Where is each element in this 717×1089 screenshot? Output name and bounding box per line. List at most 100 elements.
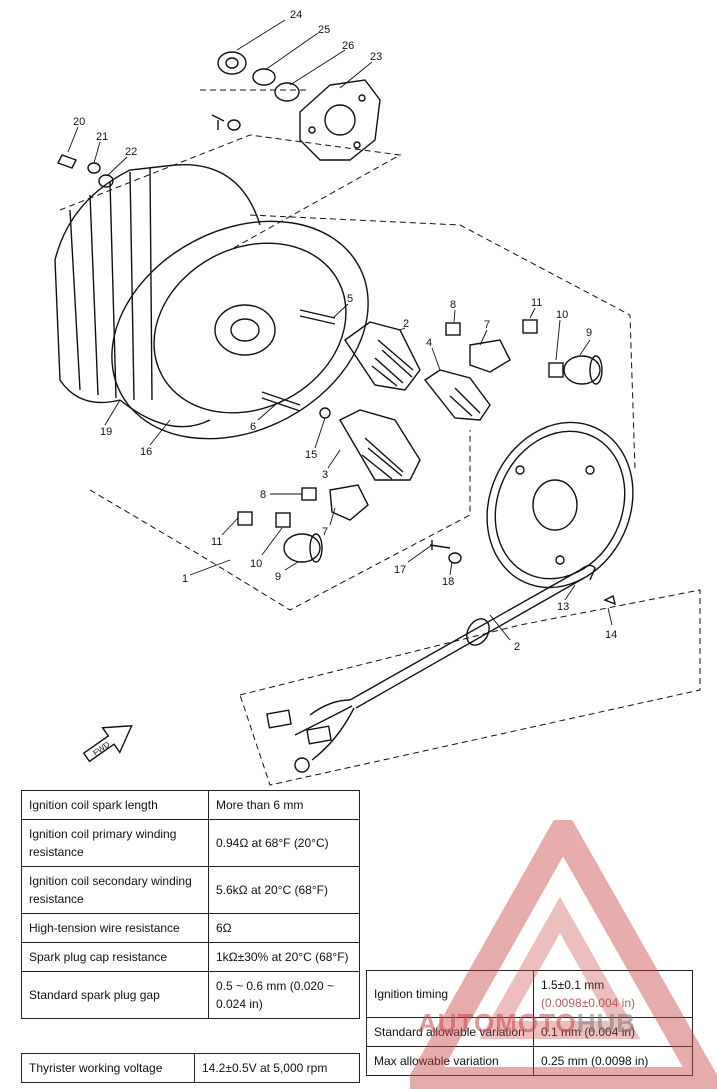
washer-26 [274, 82, 300, 102]
callout: 9 [586, 327, 592, 339]
table-row: Spark plug cap resistance 1kΩ±30% at 20°… [21, 942, 360, 972]
callout: 14 [605, 629, 617, 641]
ignition-coil-2 [344, 321, 421, 391]
callout: 11 [531, 297, 542, 309]
callout: 9 [275, 571, 281, 583]
table-row: Thyrister working voltage 14.2±0.5V at 5… [21, 1053, 360, 1083]
callout: 8 [450, 299, 456, 311]
callout: 1 [182, 573, 188, 585]
table-row: Ignition timing 1.5±0.1 mm (0.0098±0.004… [366, 970, 693, 1018]
nut-24 [217, 51, 247, 75]
table-row: Ignition coil secondary winding resistan… [21, 866, 360, 914]
spec-value: 14.2±0.5V at 5,000 rpm [194, 1053, 360, 1083]
part-10-lower [275, 512, 291, 528]
spec-label: Ignition coil secondary winding resistan… [21, 866, 209, 914]
callout: 10 [250, 558, 262, 570]
coil-4 [423, 369, 491, 421]
callout: 25 [318, 24, 330, 36]
table-row: Standard allowable variation 0.1 mm (0.0… [366, 1017, 693, 1047]
callout: 17 [394, 564, 406, 576]
spec-label: Thyrister working voltage [21, 1053, 195, 1083]
spec-value: 1.5±0.1 mm (0.0098±0.004 in) [533, 970, 693, 1018]
callout: 19 [100, 426, 112, 438]
spec-label: Max allowable variation [366, 1046, 534, 1076]
callout: 8 [260, 489, 266, 501]
bolt-5 [299, 309, 336, 325]
callout: 2 [403, 318, 409, 330]
spec-value-line: 1.5±0.1 mm [541, 978, 605, 992]
spec-label: Ignition timing [366, 970, 534, 1018]
callout: 20 [73, 116, 85, 128]
spec-value: 0.1 mm (0.004 in) [533, 1017, 693, 1047]
spec-label: Standard spark plug gap [21, 971, 209, 1019]
callout: 15 [305, 449, 317, 461]
spec-value: More than 6 mm [208, 790, 360, 820]
screw-17 [429, 540, 451, 550]
callout: 26 [342, 40, 354, 52]
callout: 5 [347, 293, 353, 305]
screw-14 [603, 594, 617, 606]
table-row: Ignition coil spark length More than 6 m… [21, 790, 360, 820]
spec-label: Spark plug cap resistance [21, 942, 209, 972]
exploded-parts-diagram: FWD 24 25 26 23 20 21 22 5 8 11 10 9 2 7… [54, 9, 701, 786]
screw-8-lower [301, 487, 317, 501]
callout: 24 [290, 9, 302, 21]
thyristor-spec-table: Thyrister working voltage 14.2±0.5V at 5… [21, 1053, 360, 1083]
spec-value: 0.25 mm (0.0098 in) [533, 1046, 693, 1076]
callout: 10 [556, 309, 568, 321]
table-row: High-tension wire resistance 6Ω [21, 913, 360, 943]
plate-23 [299, 79, 381, 161]
callout: 6 [250, 421, 256, 433]
spec-label: Ignition coil primary winding resistance [21, 819, 209, 867]
table-row: Ignition coil primary winding resistance… [21, 819, 360, 867]
callout-numbers: 24 25 26 23 20 21 22 5 8 11 10 9 2 7 4 6… [73, 9, 617, 653]
bracket-7-upper [469, 339, 511, 373]
callout: 2 [514, 641, 520, 653]
spec-value: 0.5 ~ 0.6 mm (0.020 ~ 0.024 in) [208, 971, 360, 1019]
spec-label: Ignition coil spark length [21, 790, 209, 820]
washer-15 [319, 407, 331, 419]
callout: 7 [484, 319, 490, 331]
flywheel-rotor [54, 163, 369, 440]
callout: 22 [125, 146, 137, 158]
watermark-text-part1: AUTOMOTO [418, 1008, 577, 1038]
ignition-coil-3 [339, 409, 421, 481]
callout: 23 [370, 51, 382, 63]
washer-21 [87, 162, 101, 174]
screw-20 [57, 154, 77, 169]
callout: 3 [322, 469, 328, 481]
spec-label: Standard allowable variation [366, 1017, 534, 1047]
condenser-9-lower [283, 533, 323, 563]
spec-value-subline: (0.0098±0.004 in) [541, 996, 635, 1010]
spec-value: 5.6kΩ at 20°C (68°F) [208, 866, 360, 914]
callout: 11 [211, 536, 222, 548]
washer-25 [252, 68, 276, 86]
front-arrow-icon: FWD [82, 724, 133, 763]
callout: 13 [557, 601, 569, 613]
callout: 4 [426, 337, 432, 349]
callout: 18 [442, 576, 454, 588]
callout: 16 [140, 446, 152, 458]
timing-spec-table: Ignition timing 1.5±0.1 mm (0.0098±0.004… [366, 970, 693, 1076]
bracket-7-lower [329, 484, 369, 521]
washer-18 [448, 552, 462, 564]
spec-label: High-tension wire resistance [21, 913, 209, 943]
callout: 21 [96, 131, 108, 143]
bolt-6 [261, 391, 301, 412]
screw-11-lower [237, 511, 253, 526]
table-row: Standard spark plug gap 0.5 ~ 0.6 mm (0.… [21, 971, 360, 1019]
spec-value: 0.94Ω at 68°F (20°C) [208, 819, 360, 867]
callout: 7 [322, 526, 328, 538]
ignition-spec-table: Ignition coil spark length More than 6 m… [21, 790, 360, 1019]
washer-22 [98, 174, 114, 188]
watermark-text-part2: HUB [576, 1008, 637, 1038]
part-10-upper [548, 362, 564, 378]
watermark-text: AUTOMOTOHUB [418, 1008, 636, 1039]
table-row: Max allowable variation 0.25 mm (0.0098 … [366, 1046, 693, 1076]
wire-harness [266, 564, 596, 773]
stator-base-plate [486, 421, 634, 589]
spec-value: 6Ω [208, 913, 360, 943]
condenser-9-upper [563, 355, 603, 385]
spec-value: 1kΩ±30% at 20°C (68°F) [208, 942, 360, 972]
screw-8-upper [445, 322, 461, 336]
